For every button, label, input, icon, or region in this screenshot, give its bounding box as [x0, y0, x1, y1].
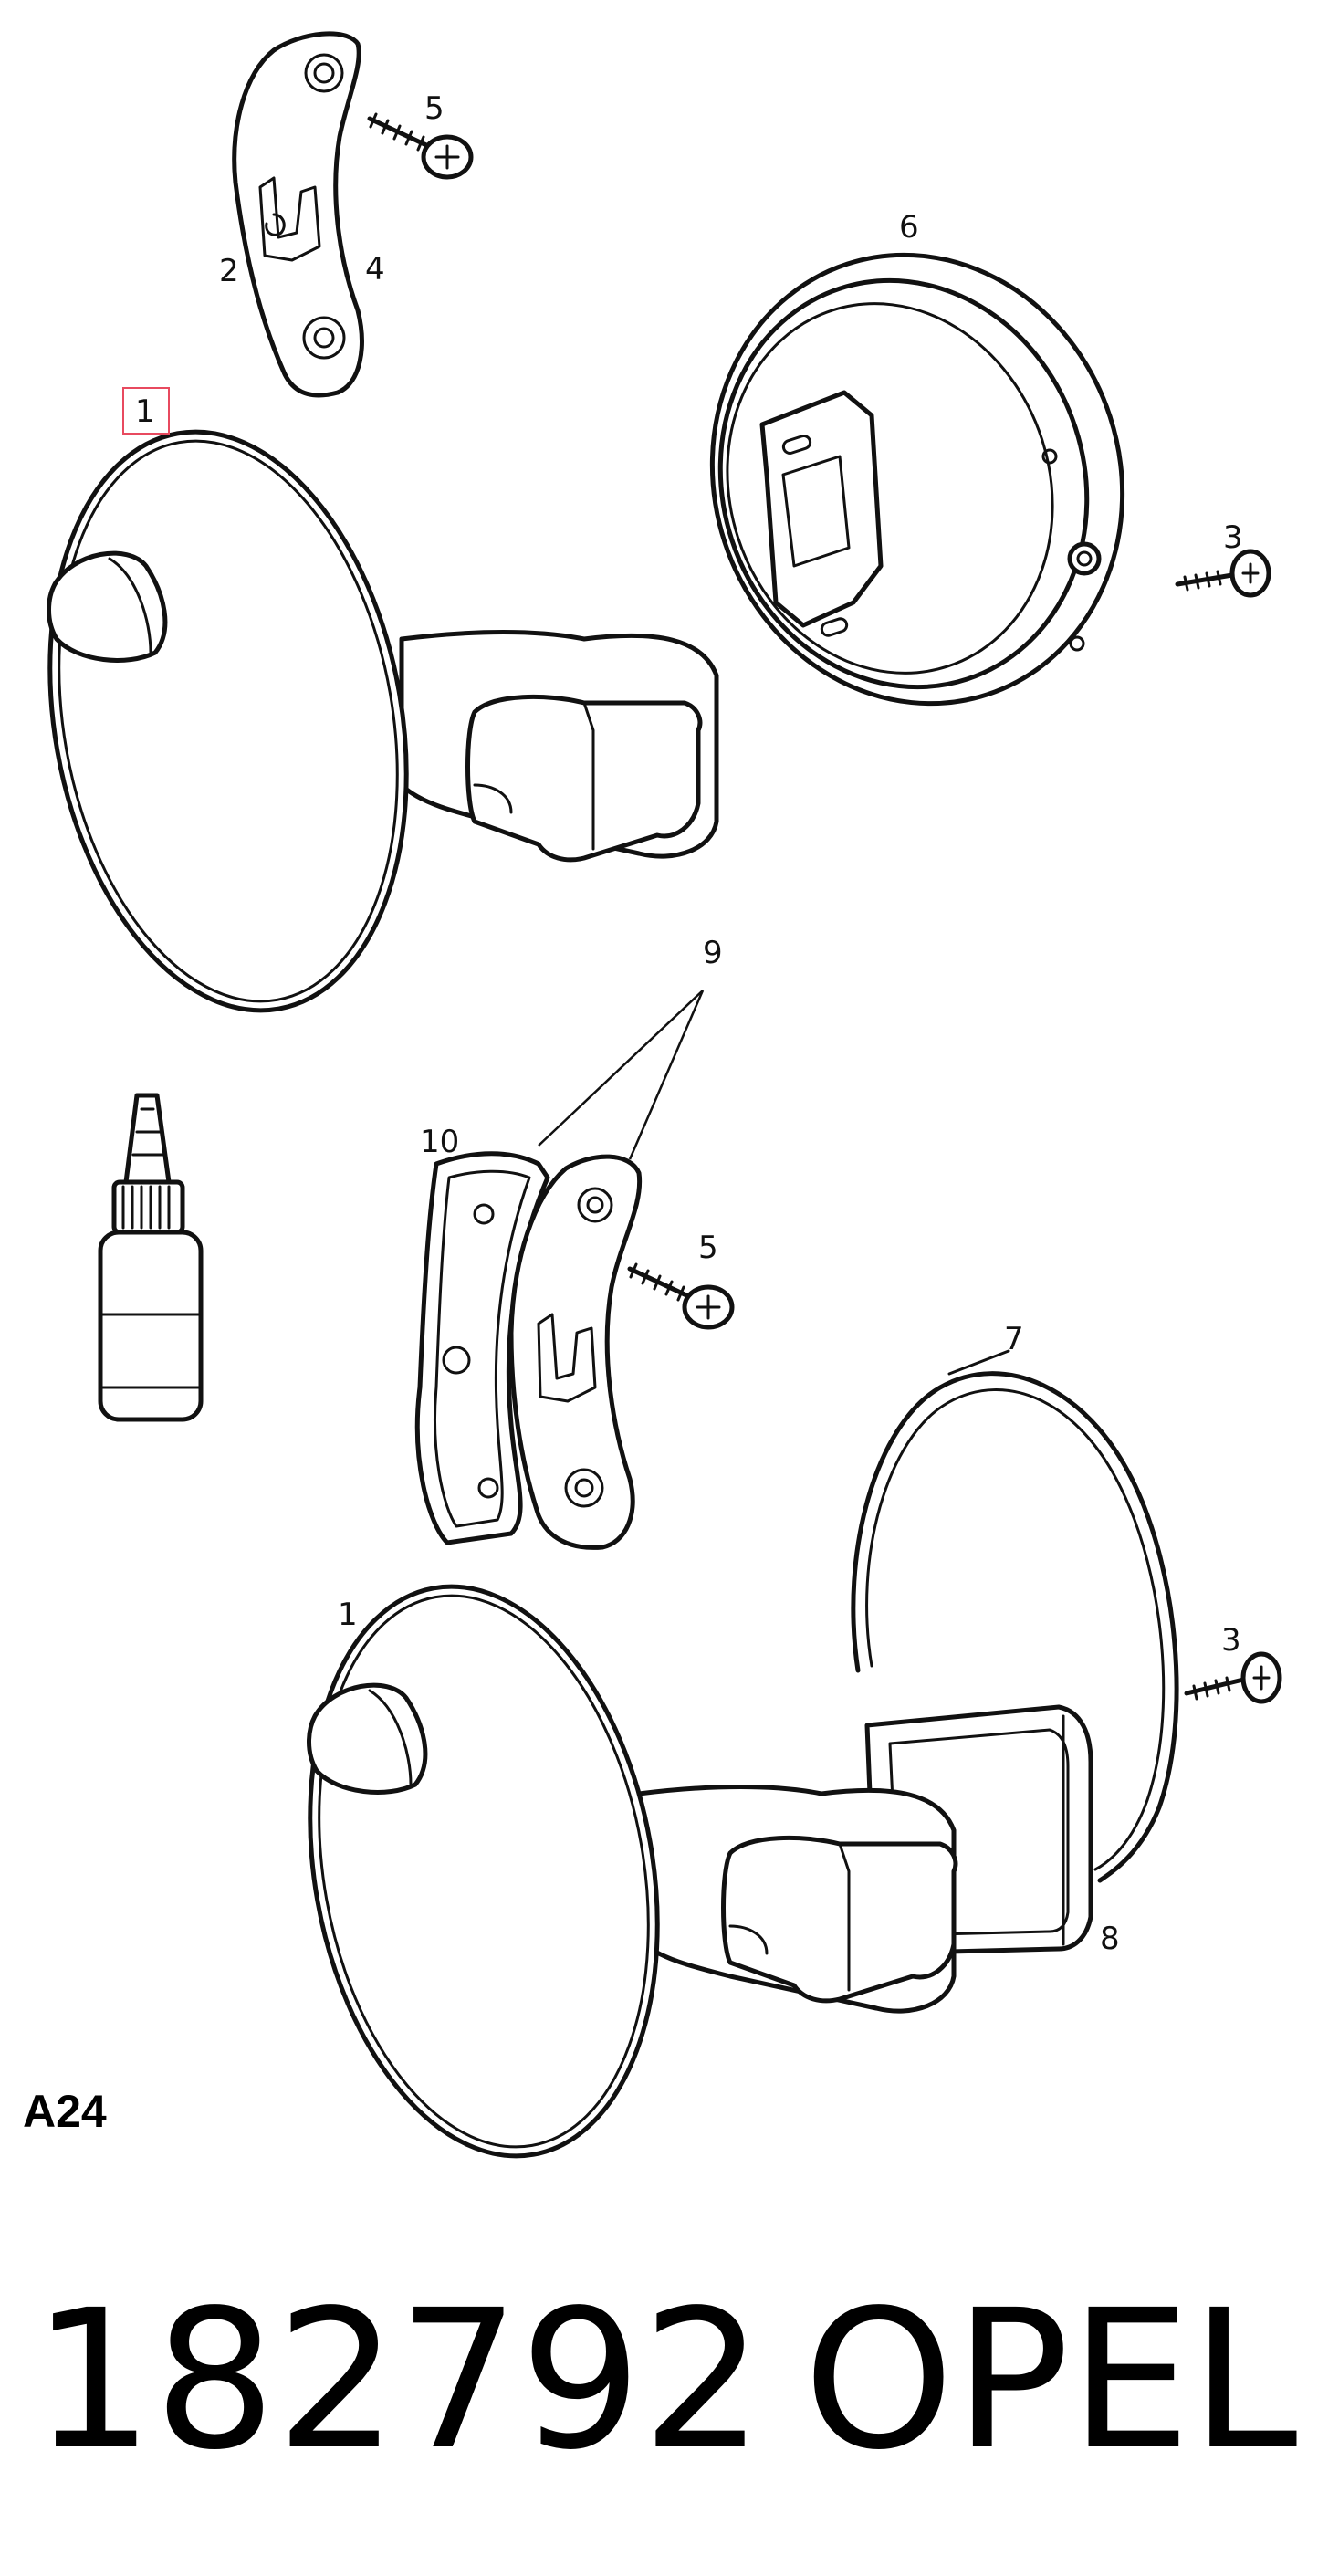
- callout-8: 8: [1100, 1921, 1120, 1957]
- section-code: A24: [23, 2086, 107, 2137]
- part-7-seal-ring: [851, 1349, 1179, 1883]
- callout-3-bottom: 3: [1221, 1622, 1241, 1659]
- part-1-mirror-top: [47, 387, 719, 1013]
- callout-5-top: 5: [424, 90, 445, 127]
- callout-2: 2: [219, 253, 239, 289]
- callout-3-top: 3: [1223, 519, 1243, 556]
- callout-7: 7: [1004, 1321, 1024, 1357]
- callout-1-top: 1: [135, 393, 155, 430]
- part-6-housing-ring: [709, 252, 1125, 707]
- part-1-mirror-bottom: [307, 1584, 958, 2159]
- part-3-screw-bottom: [1184, 1651, 1282, 1704]
- part-10-gasket: [414, 1151, 550, 1545]
- part-4-bracket: [232, 31, 364, 398]
- callout-5-mid: 5: [698, 1230, 718, 1266]
- callout-labels: 1 2 3 4 5 6 9 10 5 7 3 1 8: [135, 90, 1243, 1957]
- part-9-bracket: [508, 990, 705, 1550]
- callout-6: 6: [899, 209, 919, 246]
- part-5-screw-mid: [627, 1262, 735, 1330]
- footer-part-number: 182792: [32, 2268, 764, 2492]
- highlight-box: [122, 387, 170, 435]
- callout-4: 4: [365, 251, 385, 288]
- part-2-adhesive-bottle: [98, 1093, 204, 1422]
- part-5-screw-top: [367, 112, 474, 180]
- callout-9: 9: [703, 935, 723, 971]
- part-3-screw-top: [1175, 549, 1271, 598]
- callout-1-bottom: 1: [338, 1597, 358, 1633]
- footer-brand: OPEL: [803, 2268, 1298, 2492]
- callout-10: 10: [420, 1124, 459, 1160]
